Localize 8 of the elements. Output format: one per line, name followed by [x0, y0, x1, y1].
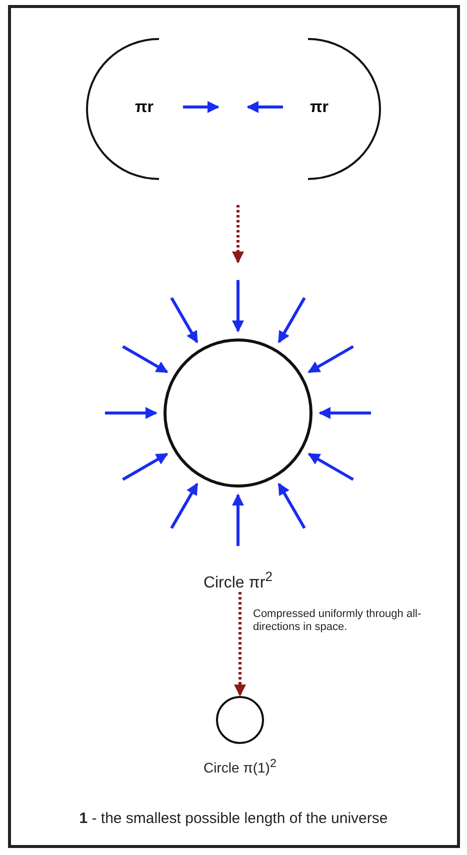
caption-text: Circle πr$^{2}$: [202, 569, 274, 592]
arrow: [232, 205, 244, 264]
note-text: 1 - the smallest possible length of the universe: [79, 810, 388, 827]
node-label: πr: [135, 99, 154, 117]
node-label: πr: [310, 99, 328, 117]
arrow: [234, 592, 246, 696]
caption-text: Circle π(1)$^{2}$: [202, 757, 278, 776]
edge-label: Compressed uniformly through all-directions in space.: [253, 608, 422, 634]
